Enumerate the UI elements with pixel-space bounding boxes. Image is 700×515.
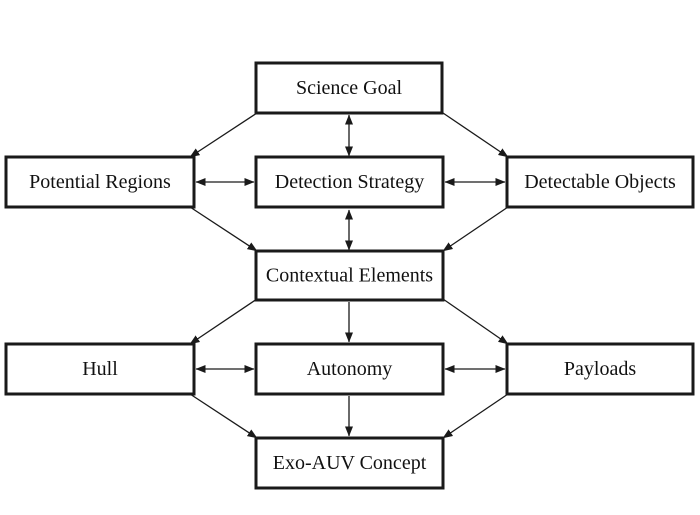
node-potential-regions-box	[4, 155, 196, 209]
arrow-science-goal-to-detectable-objects	[442, 112, 509, 158]
node-exo-auv-concept: Exo-AUV Concept	[254, 436, 445, 490]
node-science-goal: Science Goal	[254, 61, 444, 115]
node-science-goal-box	[254, 61, 444, 115]
node-autonomy-box	[254, 342, 445, 396]
node-payloads: Payloads	[505, 342, 695, 396]
node-exo-auv-concept-label: Exo-AUV Concept	[273, 452, 427, 474]
node-contextual-elements-label: Contextual Elements	[266, 265, 433, 287]
node-potential-regions-label: Potential Regions	[29, 171, 171, 193]
node-detectable-objects: Detectable Objects	[505, 155, 695, 209]
arrow-contextual-elements-to-payloads	[442, 298, 509, 345]
node-potential-regions: Potential Regions	[4, 155, 196, 209]
arrow-contextual-elements-to-hull	[189, 298, 258, 345]
node-layer: Science Goal Potential Regions Detection…	[4, 61, 695, 490]
arrow-hull-to-exo-auv-concept	[189, 393, 258, 439]
arrow-payloads-to-exo-auv-concept	[442, 393, 509, 439]
node-science-goal-label: Science Goal	[296, 77, 403, 99]
node-hull-box	[4, 342, 196, 396]
arrow-potential-regions-to-contextual-elements	[189, 206, 258, 252]
node-contextual-elements-box	[254, 249, 445, 302]
node-autonomy-label: Autonomy	[307, 358, 393, 380]
node-exo-auv-concept-box	[254, 436, 445, 490]
node-hull-label: Hull	[82, 358, 118, 380]
node-detection-strategy-box	[254, 155, 445, 209]
arrow-detectable-objects-to-contextual-elements	[442, 206, 509, 252]
node-detectable-objects-label: Detectable Objects	[524, 171, 676, 193]
node-hull: Hull	[4, 342, 196, 396]
node-contextual-elements: Contextual Elements	[254, 249, 445, 302]
node-detection-strategy-label: Detection Strategy	[275, 171, 424, 193]
node-detection-strategy: Detection Strategy	[254, 155, 445, 209]
node-payloads-label: Payloads	[564, 358, 636, 380]
node-autonomy: Autonomy	[254, 342, 445, 396]
arrow-science-goal-to-potential-regions	[189, 112, 258, 158]
node-detectable-objects-box	[505, 155, 695, 209]
connector-layer	[189, 112, 509, 439]
node-payloads-box	[505, 342, 695, 396]
